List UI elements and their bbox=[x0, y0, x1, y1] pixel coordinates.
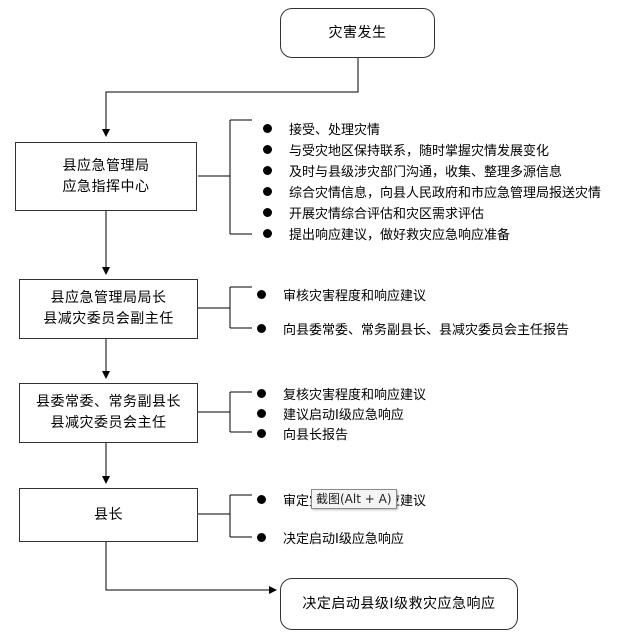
bullet-item: 复核灾害程度和响应建议 bbox=[257, 383, 426, 403]
bullet-item: 向县委常委、常务副县长、县减灾委员会主任报告 bbox=[257, 318, 569, 338]
bullet-dot-icon bbox=[263, 186, 272, 196]
bullet-item: 向县长报告 bbox=[257, 423, 348, 443]
bullet-dot-icon bbox=[257, 532, 266, 542]
node-activate-response-label: 决定启动县级Ⅰ级救灾应急响应 bbox=[302, 595, 496, 612]
node-bureau-director-line2: 县减灾委员会副主任 bbox=[43, 311, 174, 327]
node-disaster-occurs-label: 灾害发生 bbox=[328, 24, 387, 41]
bullet-dot-icon bbox=[263, 228, 272, 238]
bullet-item: 决定启动Ⅰ级应急响应 bbox=[257, 527, 404, 547]
bullet-text: 接受、处理灾情 bbox=[289, 122, 381, 138]
bullet-text: 建议启动Ⅰ级应急响应 bbox=[283, 407, 404, 423]
bullet-item: 与受灾地区保持联系，随时掌握灾情发展变化 bbox=[263, 139, 549, 159]
bullet-dot-icon bbox=[263, 123, 272, 133]
bullet-text: 与受灾地区保持联系，随时掌握灾情发展变化 bbox=[289, 143, 550, 159]
node-county-emergency-center-line2: 应急指挥中心 bbox=[62, 178, 150, 195]
bullet-dot-icon bbox=[263, 165, 272, 175]
bullet-text: 审核灾害程度和响应建议 bbox=[283, 288, 427, 304]
node-county-head-label: 县长 bbox=[94, 506, 123, 523]
bullet-text: 及时与县级涉灾部门沟通，收集、整理多源信息 bbox=[289, 164, 563, 180]
bullet-text: 提出响应建议，做好救灾应急响应准备 bbox=[289, 227, 511, 243]
bullet-item: 及时与县级涉灾部门沟通，收集、整理多源信息 bbox=[263, 160, 562, 180]
bullet-dot-icon bbox=[257, 323, 266, 333]
bullet-item: 综合灾情信息，向县人民政府和市应急管理局报送灾情 bbox=[263, 181, 601, 201]
bullet-text: 复核灾害程度和响应建议 bbox=[283, 387, 427, 403]
node-deputy-county-head-line2: 县减灾委员会主任 bbox=[50, 415, 167, 431]
node-activate-response: 决定启动县级Ⅰ级救灾应急响应 bbox=[280, 578, 518, 630]
bullet-text: 综合灾情信息，向县人民政府和市应急管理局报送灾情 bbox=[289, 185, 602, 201]
bullet-dot-icon bbox=[263, 144, 272, 154]
node-county-head: 县长 bbox=[19, 488, 198, 542]
bullet-dot-icon bbox=[257, 494, 266, 504]
node-bureau-director-line1: 县应急管理局局长 bbox=[50, 290, 167, 306]
connector-head-to-end bbox=[105, 541, 277, 594]
bullet-text: 决定启动Ⅰ级应急响应 bbox=[283, 531, 404, 547]
bullet-dot-icon bbox=[257, 408, 266, 418]
connector-start-to-center bbox=[102, 56, 359, 137]
bullet-text: 向县长报告 bbox=[283, 427, 349, 443]
bullet-item: 建议启动Ⅰ级应急响应 bbox=[257, 403, 404, 423]
bullet-item: 提出响应建议，做好救灾应急响应准备 bbox=[263, 223, 510, 243]
node-county-emergency-center: 县应急管理局 应急指挥中心 bbox=[15, 142, 197, 211]
bullet-text: 开展灾情综合评估和灾区需求评估 bbox=[289, 206, 485, 222]
node-disaster-occurs: 灾害发生 bbox=[280, 8, 435, 58]
node-deputy-county-head: 县委常委、常务副县长 县减灾委员会主任 bbox=[19, 383, 198, 443]
bullet-dot-icon bbox=[257, 289, 266, 299]
bullet-text: 向县委常委、常务副县长、县减灾委员会主任报告 bbox=[283, 322, 570, 338]
bullet-dot-icon bbox=[263, 207, 272, 217]
bullet-item: 接受、处理灾情 bbox=[263, 118, 380, 138]
node-county-emergency-center-line1: 县应急管理局 bbox=[62, 157, 150, 174]
bullet-dot-icon bbox=[257, 428, 266, 438]
screenshot-tooltip: 截图(Alt + A) bbox=[311, 489, 397, 509]
node-bureau-director: 县应急管理局局长 县减灾委员会副主任 bbox=[19, 279, 198, 339]
bullet-item: 审核灾害程度和响应建议 bbox=[257, 284, 426, 304]
node-deputy-county-head-line1: 县委常委、常务副县长 bbox=[36, 394, 181, 410]
bullet-dot-icon bbox=[257, 388, 266, 398]
bullet-item: 开展灾情综合评估和灾区需求评估 bbox=[263, 202, 484, 222]
